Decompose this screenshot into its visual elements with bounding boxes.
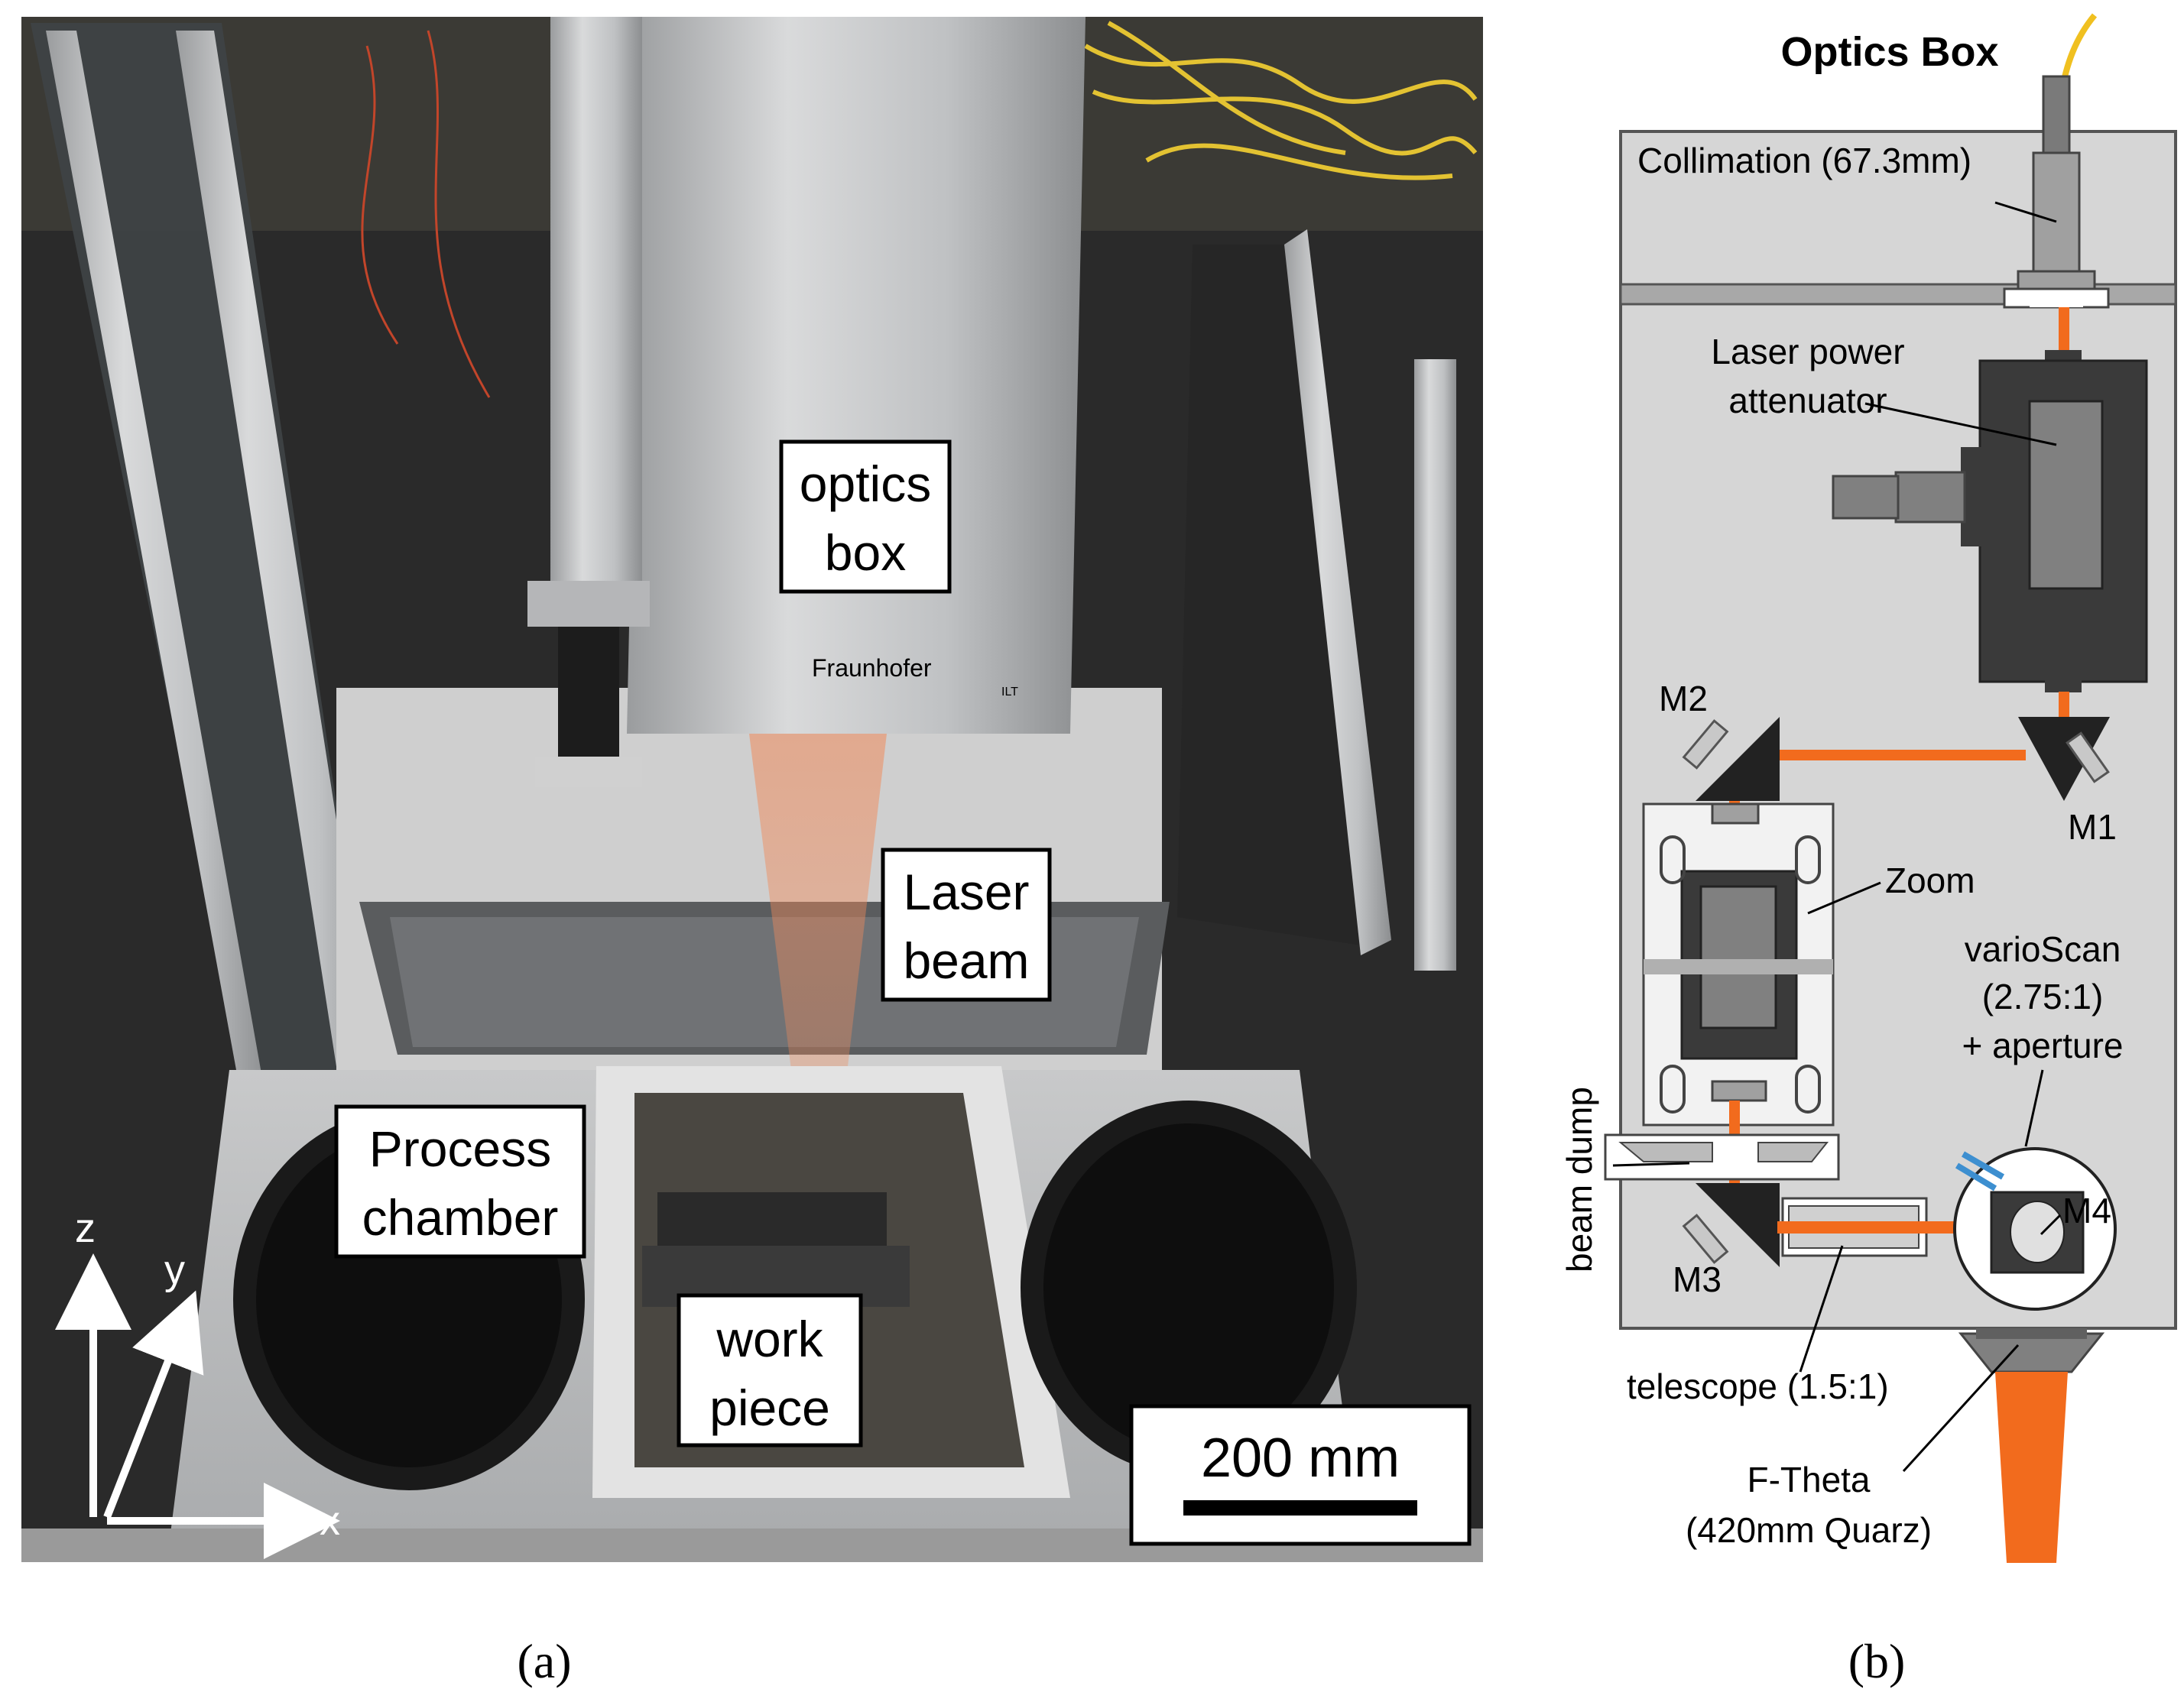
axis-x-label: x xyxy=(320,1498,340,1544)
beam-dump xyxy=(1604,1133,1840,1181)
collimation-label: Collimation (67.3mm) xyxy=(1637,141,1971,180)
m3-label: M3 xyxy=(1673,1259,1722,1299)
beam-dump-label: beam dump xyxy=(1559,1087,1599,1272)
svg-text:piece: piece xyxy=(709,1379,830,1436)
svg-text:200 mm: 200 mm xyxy=(1201,1428,1400,1489)
output-beam xyxy=(1995,1372,2068,1563)
mirror-m2 xyxy=(1696,717,1780,801)
f-theta-lens xyxy=(1958,1332,2105,1373)
m2-label: M2 xyxy=(1659,679,1708,718)
right-glove-port xyxy=(1032,1112,1345,1464)
optics-box-title: Optics Box xyxy=(1780,29,1998,75)
red-cables xyxy=(361,30,491,398)
svg-text:box: box xyxy=(825,524,906,581)
caption-a: (a) xyxy=(517,1634,571,1688)
schematic-panel: Optics Box Collimation (67.3mm) Laser po… xyxy=(1559,13,2177,1563)
telescope-label: telescope (1.5:1) xyxy=(1627,1366,1889,1406)
label-process-chamber: Process chamber xyxy=(334,1104,586,1259)
mirror-m1 xyxy=(2018,717,2110,801)
varioscan-label-3: + aperture xyxy=(1962,1026,2124,1065)
label-work-piece: work piece xyxy=(677,1293,863,1447)
zoom-label: Zoom xyxy=(1885,861,1975,900)
label-optics-box: optics box xyxy=(779,439,952,594)
cables xyxy=(1084,21,1478,180)
ftheta-label-2: (420mm Quarz) xyxy=(1686,1510,1932,1550)
brand-text: Fraunhofer xyxy=(812,654,932,682)
svg-text:Process: Process xyxy=(369,1120,551,1177)
svg-text:chamber: chamber xyxy=(362,1189,559,1246)
m4-label: M4 xyxy=(2062,1191,2111,1230)
svg-text:beam: beam xyxy=(903,932,1029,989)
attenuator-label-1: Laser power xyxy=(1711,332,1904,371)
optics-box xyxy=(627,17,1086,734)
svg-text:optics: optics xyxy=(800,455,931,512)
varioscan-label-1: varioScan xyxy=(1965,929,2121,969)
label-laser-beam: Laser beam xyxy=(881,848,1052,1002)
svg-text:Laser: Laser xyxy=(903,864,1029,920)
scale-bar: 200 mm xyxy=(1129,1404,1472,1546)
zoom-module xyxy=(1642,802,1835,1127)
caption-b: (b) xyxy=(1848,1634,1906,1688)
axis-z-label: z xyxy=(75,1205,96,1251)
axis-y-label: y xyxy=(164,1247,185,1293)
mirror-m3 xyxy=(1696,1183,1780,1267)
laser-beam-cone xyxy=(749,734,887,1223)
brand-sub-text: ILT xyxy=(1001,686,1018,699)
m1-label: M1 xyxy=(2068,807,2117,847)
attenuator-label-2: attenuator xyxy=(1728,381,1887,420)
ftheta-label-1: F-Theta xyxy=(1747,1460,1870,1499)
coordinate-axes xyxy=(55,1253,340,1559)
varioscan-m4 xyxy=(1953,1147,2117,1311)
varioscan-label-2: (2.75:1) xyxy=(1982,977,2104,1016)
svg-text:work: work xyxy=(716,1311,823,1367)
collimator xyxy=(2032,151,2081,273)
